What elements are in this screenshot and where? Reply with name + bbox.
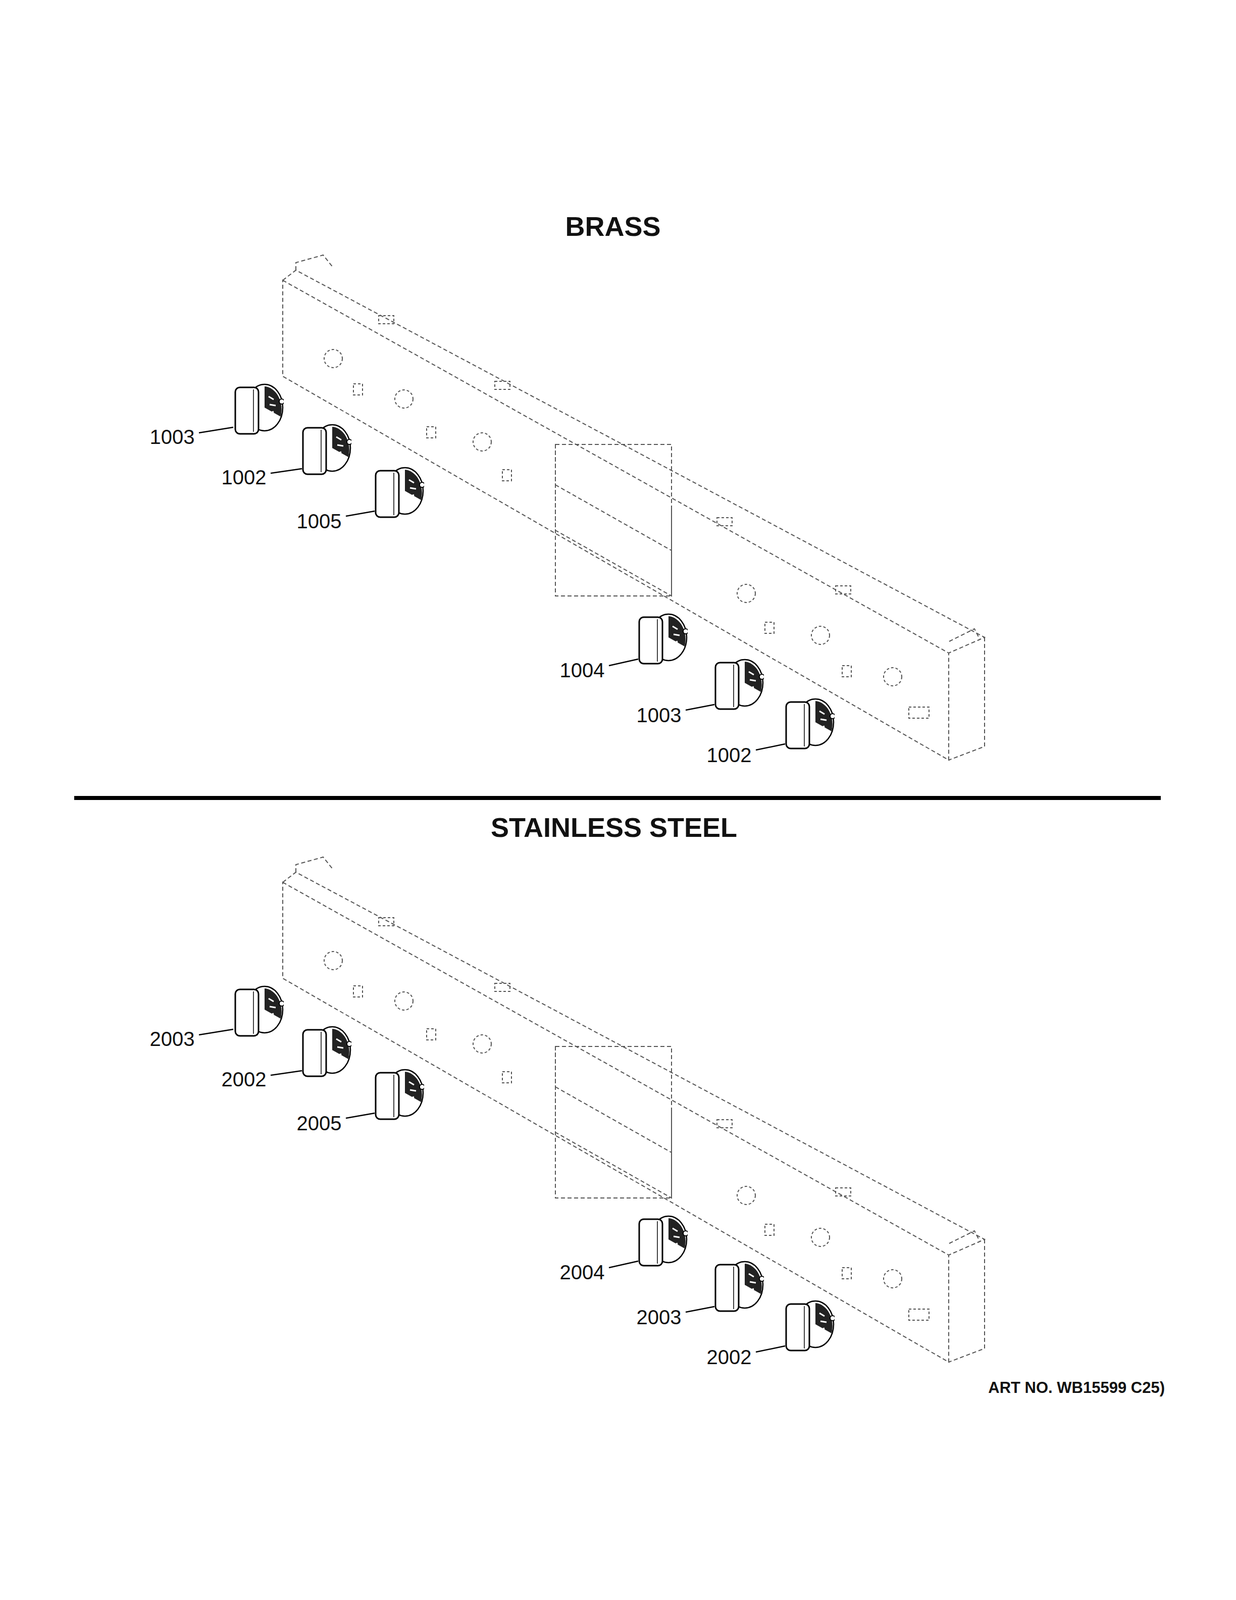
section-heading: STAINLESS STEEL <box>490 813 738 841</box>
callout-number: 2002 <box>220 1068 268 1090</box>
section-heading: BRASS <box>564 212 661 240</box>
callout-number: 1005 <box>295 510 343 532</box>
callout-number: 2003 <box>635 1306 683 1327</box>
art-number: ART NO. WB15599 C25) <box>988 1379 1165 1396</box>
callout-number: 2004 <box>558 1261 606 1282</box>
callout-number: 1003 <box>148 426 196 447</box>
callout-number: 1002 <box>705 744 753 765</box>
callout-number: 2005 <box>295 1112 343 1133</box>
callout-number: 1004 <box>558 659 606 681</box>
callout-number: 2003 <box>148 1028 196 1049</box>
callout-number: 1002 <box>220 467 268 488</box>
callout-number: 1003 <box>635 704 683 726</box>
callout-number: 2002 <box>705 1346 753 1367</box>
